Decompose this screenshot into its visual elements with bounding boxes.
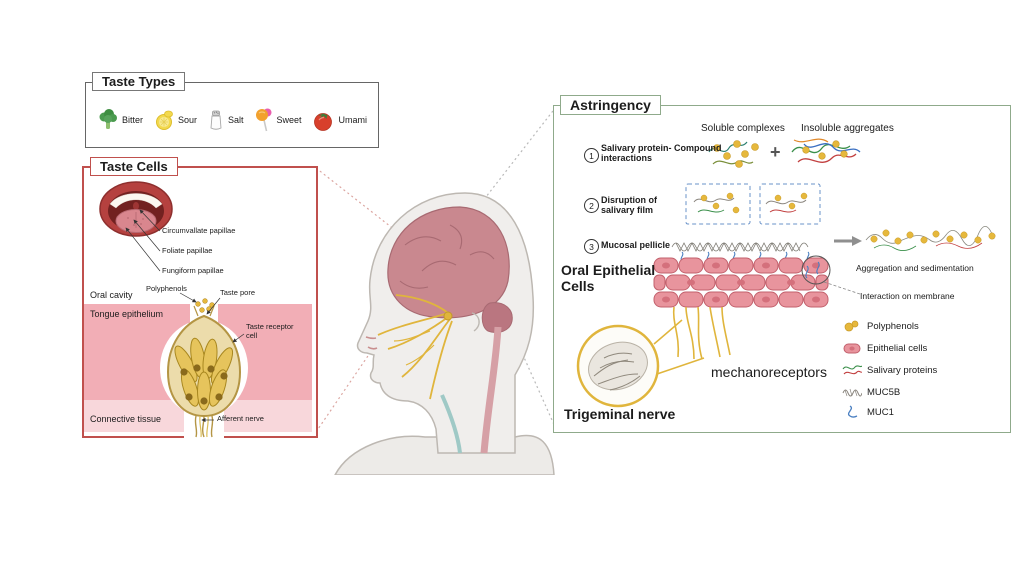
taste-pore-label: Taste pore <box>220 288 256 297</box>
taste-receptor-cell-label: Taste receptor cell <box>246 322 294 340</box>
taste-receptor-cells <box>174 337 234 411</box>
lemon-icon <box>155 110 173 130</box>
polyphenols-label: Polyphenols <box>146 284 187 293</box>
step-2-number: 2 <box>584 198 599 213</box>
sedimentation-arrow-icon <box>834 236 862 246</box>
aggregation-cluster-illustration <box>865 226 996 251</box>
membrane-interaction-illustration <box>801 255 861 295</box>
taste-type-label: Umami <box>338 115 367 125</box>
taste-cells-panel: Taste Cells <box>82 157 318 438</box>
head-illustration <box>334 192 555 475</box>
insoluble-aggregate-illustration <box>791 138 861 163</box>
taste-type-sour: Sour <box>153 108 197 132</box>
papillae-label-circumvallate: Circumvallate papillae <box>162 226 236 235</box>
afferent-nerve-label: Afferent nerve <box>217 414 264 423</box>
epithelial-layer-illustration <box>653 257 829 308</box>
astringency-title: Astringency <box>560 95 661 115</box>
taste-types-panel: Taste Types Bitter So <box>85 72 379 148</box>
taste-type-sweet: Sweet <box>253 107 302 133</box>
taste-type-label: Sweet <box>276 115 302 125</box>
step-2-label: Disruption of salivary film <box>601 195 657 216</box>
soluble-complexes-header: Soluble complexes <box>701 123 785 134</box>
taste-type-label: Bitter <box>121 115 143 125</box>
oral-cavity-label: Oral cavity <box>90 290 133 300</box>
taste-type-label: Salt <box>227 115 244 125</box>
afferent-nerve-fibers <box>194 415 214 438</box>
plus-sign: + <box>770 142 781 162</box>
step-1-number: 1 <box>584 148 599 163</box>
step-3-number: 3 <box>584 239 599 254</box>
salivary-film-disruption-illustration <box>685 183 821 225</box>
trigeminal-nerve-label: Trigeminal nerve <box>564 406 676 422</box>
legend-label: MUC1 <box>867 406 894 418</box>
salivary-proteins-icon <box>842 365 862 375</box>
interaction-label: Interaction on membrane <box>860 291 955 301</box>
taste-types-list: Bitter Sour Salt <box>92 97 372 143</box>
legend-item-polyphenols: Polyphenols <box>842 319 919 333</box>
tomato-icon <box>314 113 333 131</box>
legend-label: Epithelial cells <box>867 342 928 354</box>
taste-type-bitter: Bitter <box>97 108 143 132</box>
esophagus-shape <box>440 394 462 454</box>
papillae-label-foliate: Foliate papillae <box>162 246 213 255</box>
muc5b-icon <box>842 388 862 397</box>
legend-item-muc5b: MUC5B <box>842 385 900 399</box>
taste-types-title: Taste Types <box>92 72 186 91</box>
oral-epithelial-cells-label: Oral Epithelial Cells <box>561 262 656 295</box>
trigeminal-ganglion-dot <box>443 311 453 321</box>
legend-label: Polyphenols <box>867 320 919 332</box>
tongue-epithelium-label: Tongue epithelium <box>90 309 164 319</box>
lollipop-icon <box>256 108 272 132</box>
aggregation-label: Aggregation and sedimentation <box>856 263 974 273</box>
taste-bud-illustration <box>160 298 248 438</box>
broccoli-icon <box>99 109 117 129</box>
epithelial-cells-icon <box>843 343 861 354</box>
taste-type-salt: Salt <box>207 108 244 132</box>
legend-item-epithelial-cells: Epithelial cells <box>842 341 927 355</box>
connective-tissue-label: Connective tissue <box>90 414 162 424</box>
polyphenols-icon <box>844 320 859 332</box>
taste-type-umami: Umami <box>311 108 367 132</box>
legend-label: Salivary proteins <box>867 364 938 376</box>
astringency-panel: Astringency <box>553 95 1011 433</box>
trigeminal-nerve-illustration <box>576 319 705 408</box>
taste-type-label: Sour <box>177 115 197 125</box>
mechanoreceptors-label: mechanoreceptors <box>711 364 827 380</box>
mucosal-pellicle-illustration <box>671 242 810 262</box>
legend-label: MUC5B <box>867 386 901 398</box>
step-1-label: Salivary protein- Compound interactions <box>601 143 722 164</box>
insoluble-aggregates-header: Insoluble aggregates <box>801 123 894 134</box>
mechanoreceptor-nerves-illustration <box>672 306 731 360</box>
taste-cells-title: Taste Cells <box>90 157 178 176</box>
legend-item-muc1: MUC1 <box>842 405 894 419</box>
step-3-label: Mucosal pellicle <box>601 240 671 250</box>
muc1-icon <box>847 405 858 418</box>
papillae-label-fungiform: Fungiform papillae <box>162 266 224 275</box>
salt-shaker-icon <box>210 110 222 130</box>
legend-item-salivary-proteins: Salivary proteins <box>842 363 937 377</box>
